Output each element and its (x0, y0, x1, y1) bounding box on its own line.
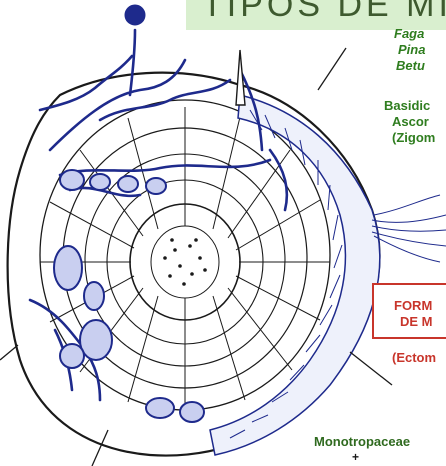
ectomycorrhiza-label: (Ectom (392, 350, 436, 365)
plant-family-label-2: Pina (398, 42, 425, 57)
external-hyphal-strands (372, 195, 446, 262)
plant-family-label-3: Betu (396, 58, 425, 73)
mycorrhiza-type-line2: DE M (400, 314, 433, 329)
fungus-group-label-2: Ascor (392, 114, 429, 129)
fungus-group-label-1: Basidic (384, 98, 430, 113)
plant-family-label-1: Faga (394, 26, 424, 41)
fungus-group-label-3: (Zigom (392, 130, 435, 145)
monotropaceae-label: Monotropaceae (314, 434, 410, 449)
fungal-sporangium (125, 5, 145, 25)
plus-symbol: + (352, 450, 359, 464)
mycorrhiza-type-line1: FORM (394, 298, 432, 313)
